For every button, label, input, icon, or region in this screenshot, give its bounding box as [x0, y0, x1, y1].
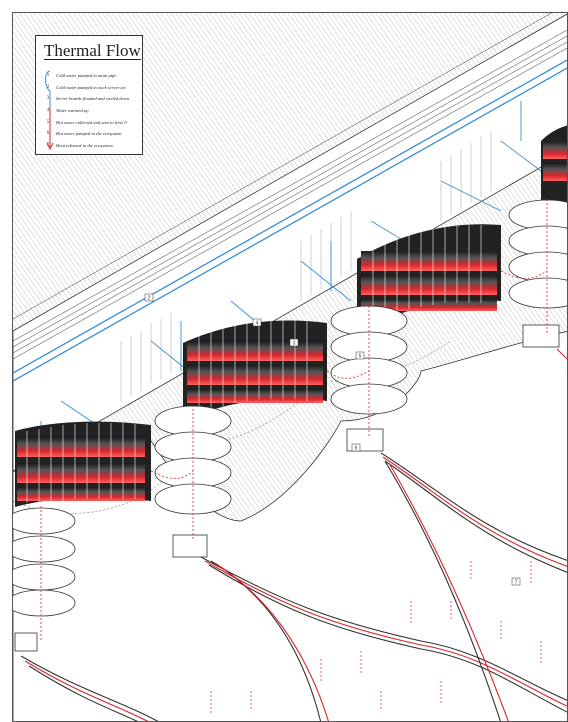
- hot-pipe-bundles: [20, 348, 567, 721]
- legend-text: Water warmed up: [56, 108, 89, 114]
- svg-text:3: 3: [293, 341, 296, 347]
- legend-number: 7: [46, 142, 50, 148]
- legend-item: 6 Hot water pumped in the ecosystem: [40, 128, 140, 140]
- legend-number: 4: [46, 108, 50, 114]
- legend-text: Hot water collected and sent to level 0: [56, 119, 127, 125]
- legend-text: Heat released in the ecosystem: [56, 142, 113, 148]
- server-ring-c: [357, 224, 501, 335]
- svg-text:2: 2: [148, 296, 151, 302]
- step-tag-3: 3: [289, 338, 299, 347]
- tower-hot-flows: [40, 199, 548, 641]
- svg-text:4: 4: [256, 321, 259, 327]
- legend-list: 1 Cold water pumped to main pipe 2 Cold wa…: [40, 70, 140, 151]
- legend-item: 5 Hot water collected and sent to level 0: [40, 116, 140, 128]
- step-tags: 2 3 4 5 6 7: [144, 293, 521, 586]
- svg-text:5: 5: [359, 354, 362, 360]
- step-tag-4: 4: [252, 318, 262, 327]
- legend-item: 3 Server boards flooded and cooled down: [40, 93, 140, 105]
- legend-item: 2 Cold water pumped to each server set: [40, 82, 140, 94]
- heat-release-marks: [210, 561, 542, 713]
- flow-arrow-icon: [45, 70, 54, 151]
- legend-number: 1: [46, 73, 50, 79]
- legend-number: 3: [46, 96, 50, 102]
- legend-text: Hot water pumped in the ecosystem: [56, 131, 122, 137]
- corridor-band: [13, 13, 567, 472]
- rack-background: [120, 131, 492, 401]
- legend-text: Server boards flooded and cooled down: [56, 96, 130, 102]
- legend-item: 4 Water warmed up: [40, 105, 140, 117]
- step-tag-2: 2: [144, 293, 154, 302]
- legend-item: 1 Cold water pumped to main pipe: [40, 70, 140, 82]
- legend-number: 6: [46, 131, 50, 137]
- step-tag-5: 5: [355, 351, 365, 360]
- corridor-lines: [13, 13, 567, 360]
- legend-text: Cold water pumped to each server set: [56, 84, 126, 90]
- disc-tower-1: [13, 507, 76, 652]
- main-cold-pipes: [13, 59, 567, 382]
- disc-tower-4: [508, 199, 567, 348]
- step-tag-6: 6: [351, 443, 361, 452]
- legend-number: 5: [46, 119, 50, 125]
- server-ring-a: [15, 421, 151, 507]
- legend-number: 2: [46, 84, 50, 90]
- step-tag-7: 7: [511, 577, 521, 586]
- svg-text:6: 6: [355, 446, 358, 452]
- server-ring-d: [541, 125, 567, 215]
- isometric-diagram: 2 3 4 5 6 7: [13, 13, 567, 721]
- legend-text: Cold water pumped to main pipe: [56, 73, 117, 79]
- legend-title: Thermal Flow: [44, 41, 141, 60]
- legend-box: Thermal Flow 1 Cold water pumped to main …: [35, 35, 143, 155]
- legend-item: 7 Heat released in the ecosystem: [40, 140, 140, 152]
- svg-text:7: 7: [515, 580, 518, 586]
